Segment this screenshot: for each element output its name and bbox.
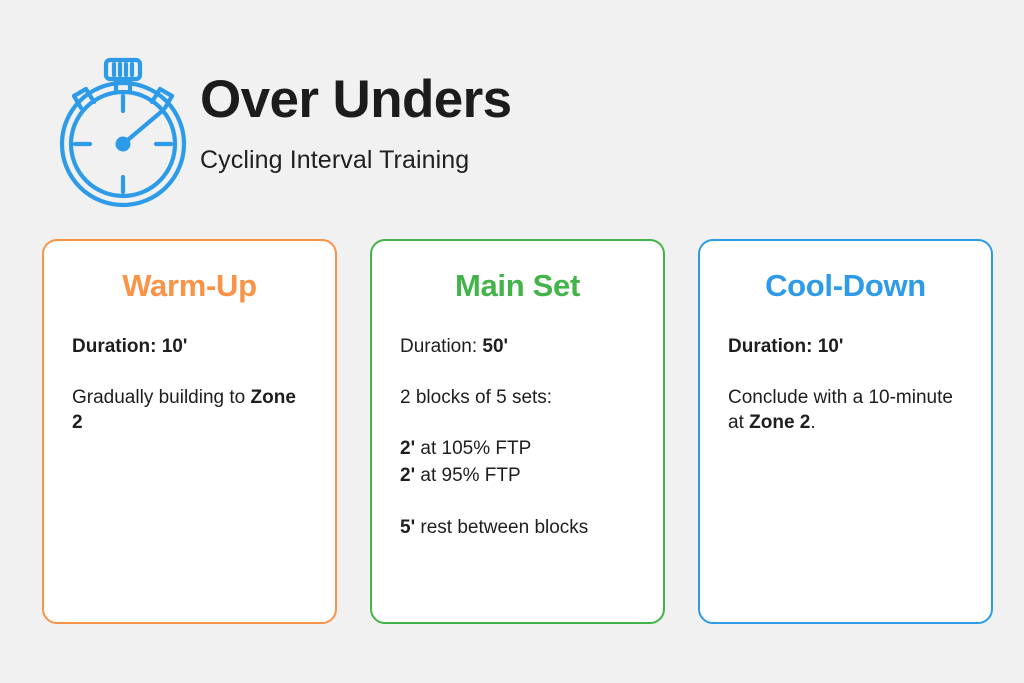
text-segment: Gradually building to xyxy=(72,387,251,409)
text-segment: Duration: xyxy=(400,336,483,358)
card-body-warm-up: Duration: 10' Gradually building to Zone … xyxy=(72,334,307,435)
card-title-main-set: Main Set xyxy=(454,268,581,303)
page-title: Over Unders xyxy=(200,70,512,129)
stopwatch-icon xyxy=(42,50,204,212)
card-title-cool-down: Cool-Down xyxy=(765,268,926,303)
text-segment: Conclude with a 10-minute at xyxy=(728,387,953,434)
card-line-main-set-duration: Duration: 50' xyxy=(400,334,635,359)
page-header: Over Unders Cycling Interval Training xyxy=(42,46,942,216)
card-line-cool-down-duration: Duration: 10' xyxy=(728,334,963,359)
card-line-warm-up-description: Gradually building to Zone 2 xyxy=(72,385,307,435)
card-line-main-set-rest: 5' rest between blocks xyxy=(400,515,635,540)
card-line-main-set-over-interval: 2' at 105% FTP xyxy=(400,436,635,461)
text-segment: . xyxy=(810,412,816,434)
card-line-main-set-under-interval: 2' at 95% FTP xyxy=(400,463,635,488)
card-body-main-set: Duration: 50' 2 blocks of 5 sets: 2' at 10… xyxy=(400,334,635,539)
page-subtitle: Cycling Interval Training xyxy=(200,145,470,174)
header-text-block: Over Unders Cycling Interval Training xyxy=(200,72,512,175)
card-title-warm-up: Warm-Up xyxy=(122,268,257,303)
text-segment: Zone 2 xyxy=(749,412,811,434)
card-line-main-set-structure: 2 blocks of 5 sets: xyxy=(400,385,635,410)
text-segment: at 95% FTP xyxy=(415,465,521,487)
text-segment: rest between blocks xyxy=(415,516,589,538)
text-segment: 50' xyxy=(482,336,509,358)
text-segment: 2' xyxy=(400,465,416,487)
text-segment: at 105% FTP xyxy=(415,438,532,460)
text-segment: Zone 2 xyxy=(72,387,296,434)
text-segment: Duration: 10' xyxy=(72,336,188,358)
text-segment: 2' xyxy=(400,438,416,460)
card-body-cool-down: Duration: 10' Conclude with a 10-minute a… xyxy=(728,334,963,435)
card-line-cool-down-description: Conclude with a 10-minute at Zone 2. xyxy=(728,385,963,435)
text-segment: Duration: 10' xyxy=(728,336,844,358)
text-segment: 2 blocks of 5 sets: xyxy=(400,387,553,409)
card-line-warm-up-duration: Duration: 10' xyxy=(72,334,307,359)
text-segment: 5' xyxy=(400,516,416,538)
